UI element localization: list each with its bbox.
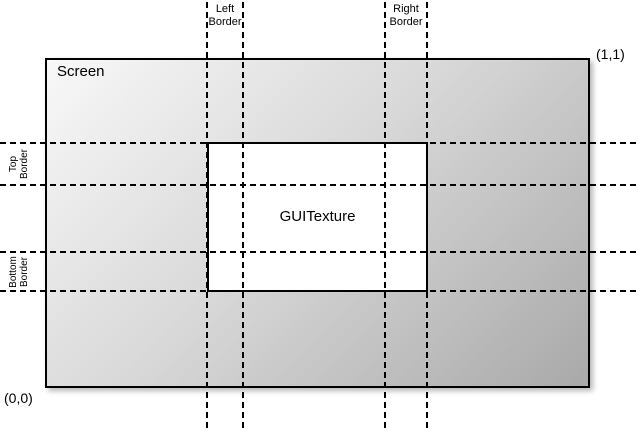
right-border-label: Right Border (374, 3, 438, 29)
bottom-border-label: Bottom Border (0, 251, 38, 292)
coord-origin-label: (0,0) (4, 390, 33, 406)
left-border-label-line2: Border (208, 16, 242, 28)
left-border-inner-line (242, 2, 244, 432)
top-border-label-line2: Border (18, 148, 30, 180)
screen-label: Screen (57, 63, 105, 80)
bottom-border-label-line2: Border (19, 256, 30, 287)
bottom-border-label-line1: Bottom (8, 255, 19, 288)
coord-top-right-label: (1,1) (596, 46, 625, 62)
gui-texture-label: GUITexture (279, 208, 356, 225)
bottom-border-outer-line (0, 290, 640, 292)
top-border-label: Top Border (0, 142, 38, 186)
top-border-outer-line (0, 142, 640, 144)
left-border-outer-line (206, 2, 208, 432)
right-border-label-line2: Border (389, 16, 423, 28)
bottom-border-inner-line (0, 251, 640, 253)
top-border-inner-line (0, 184, 640, 186)
right-border-outer-line (426, 2, 428, 432)
bottom-border-label-text: Bottom Border (8, 256, 30, 288)
left-border-label-line1: Left (215, 3, 235, 15)
left-border-label: Left Border (193, 3, 257, 29)
top-border-label-text: Top Border (8, 149, 30, 179)
right-border-inner-line (384, 2, 386, 432)
right-border-label-line1: Right (393, 3, 419, 15)
top-border-label-line1: Top (7, 155, 19, 173)
